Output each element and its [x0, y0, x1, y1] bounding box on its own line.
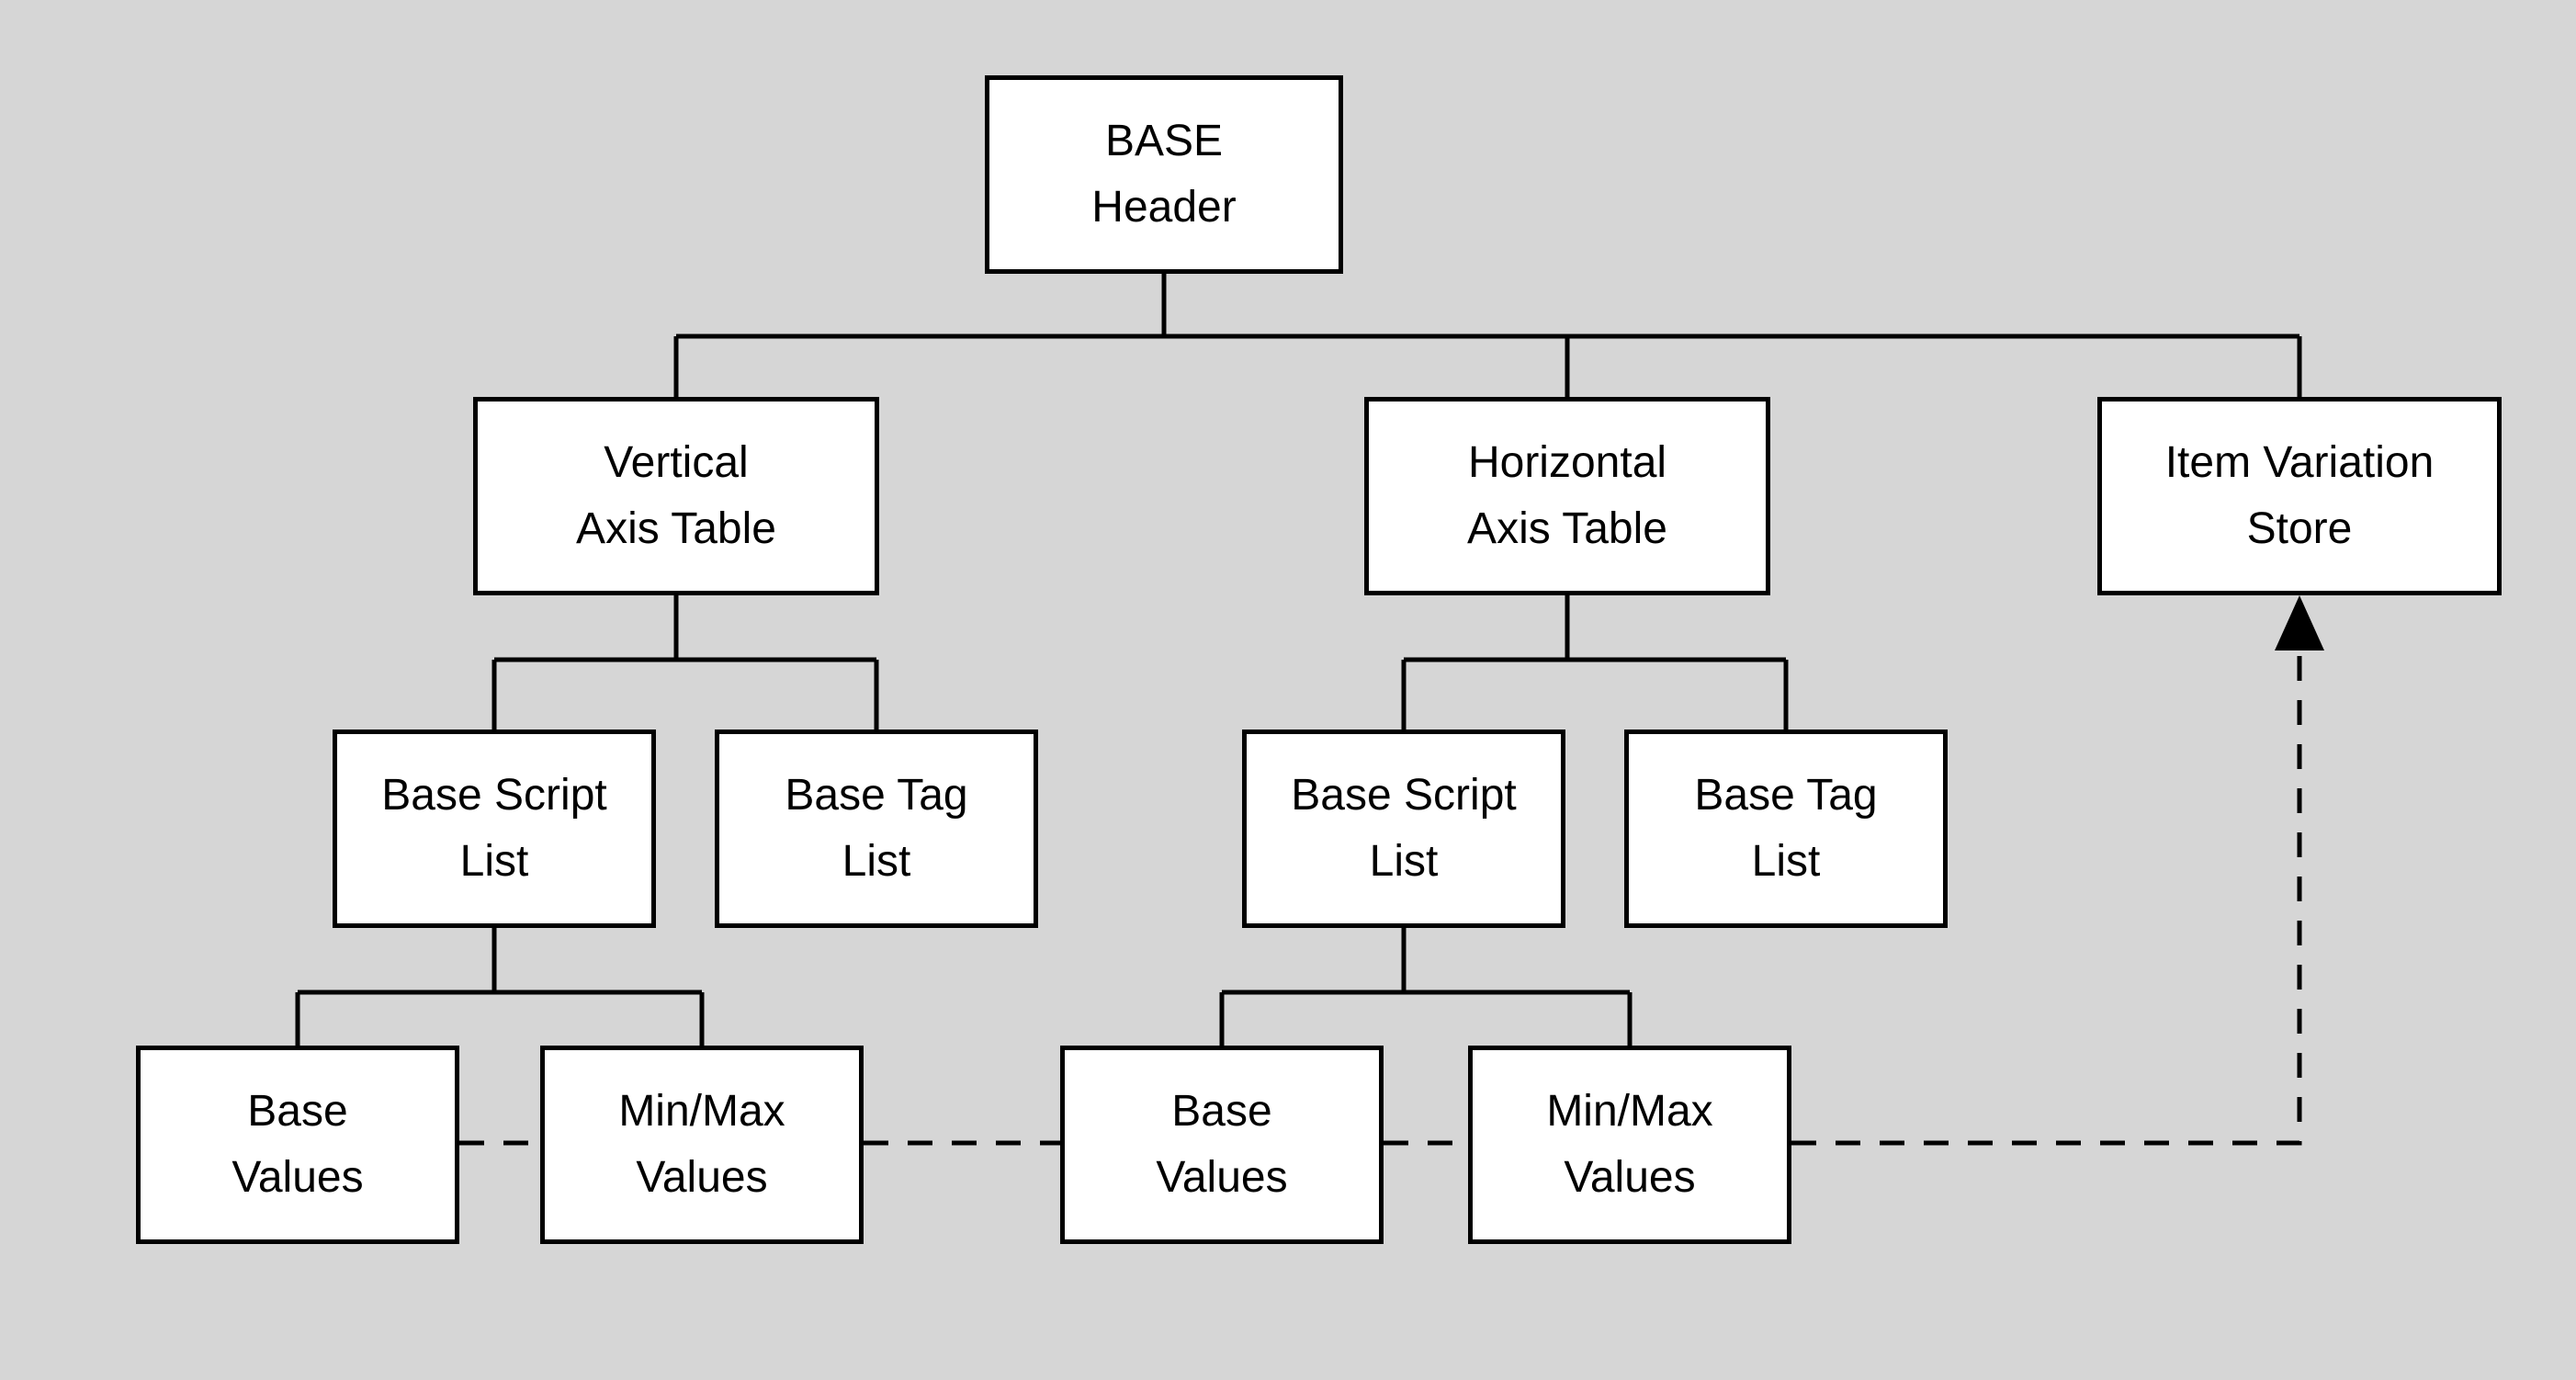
node-base-tag-list-horizontal-label: Base Tag List	[1694, 771, 1878, 886]
dashed-arrowhead-up-icon	[2275, 595, 2324, 650]
node-base-tag-list-vertical: Base Tag List	[715, 730, 1038, 928]
node-base-values-vertical: Base Values	[136, 1046, 459, 1244]
node-minmax-values-horizontal: Min/Max Values	[1468, 1046, 1791, 1244]
node-base-tag-list-horizontal: Base Tag List	[1624, 730, 1948, 928]
node-base-values-horizontal-label: Base Values	[1156, 1087, 1288, 1202]
node-base-values-vertical-label: Base Values	[232, 1087, 364, 1202]
node-base-script-list-horizontal-label: Base Script List	[1291, 771, 1517, 886]
node-vertical-axis-table: Vertical Axis Table	[473, 397, 879, 595]
node-item-variation-store: Item Variation Store	[2097, 397, 2502, 595]
node-base-header: BASE Header	[985, 75, 1343, 274]
dashed-link-mm-h-to-item-variation-store	[1791, 649, 2302, 1146]
node-base-script-list-vertical: Base Script List	[333, 730, 656, 928]
node-base-script-list-horizontal: Base Script List	[1242, 730, 1565, 928]
node-item-variation-store-label: Item Variation Store	[2164, 438, 2435, 553]
node-base-script-list-vertical-label: Base Script List	[381, 771, 607, 886]
node-horizontal-axis-table: Horizontal Axis Table	[1364, 397, 1770, 595]
node-base-tag-list-vertical-label: Base Tag List	[785, 771, 968, 886]
node-vertical-axis-table-label: Vertical Axis Table	[576, 438, 776, 553]
node-minmax-values-vertical-label: Min/Max Values	[618, 1087, 785, 1202]
node-minmax-values-horizontal-label: Min/Max Values	[1546, 1087, 1713, 1202]
node-base-values-horizontal: Base Values	[1060, 1046, 1384, 1244]
node-horizontal-axis-table-label: Horizontal Axis Table	[1467, 438, 1667, 553]
node-minmax-values-vertical: Min/Max Values	[540, 1046, 864, 1244]
node-base-header-label: BASE Header	[1091, 117, 1237, 232]
